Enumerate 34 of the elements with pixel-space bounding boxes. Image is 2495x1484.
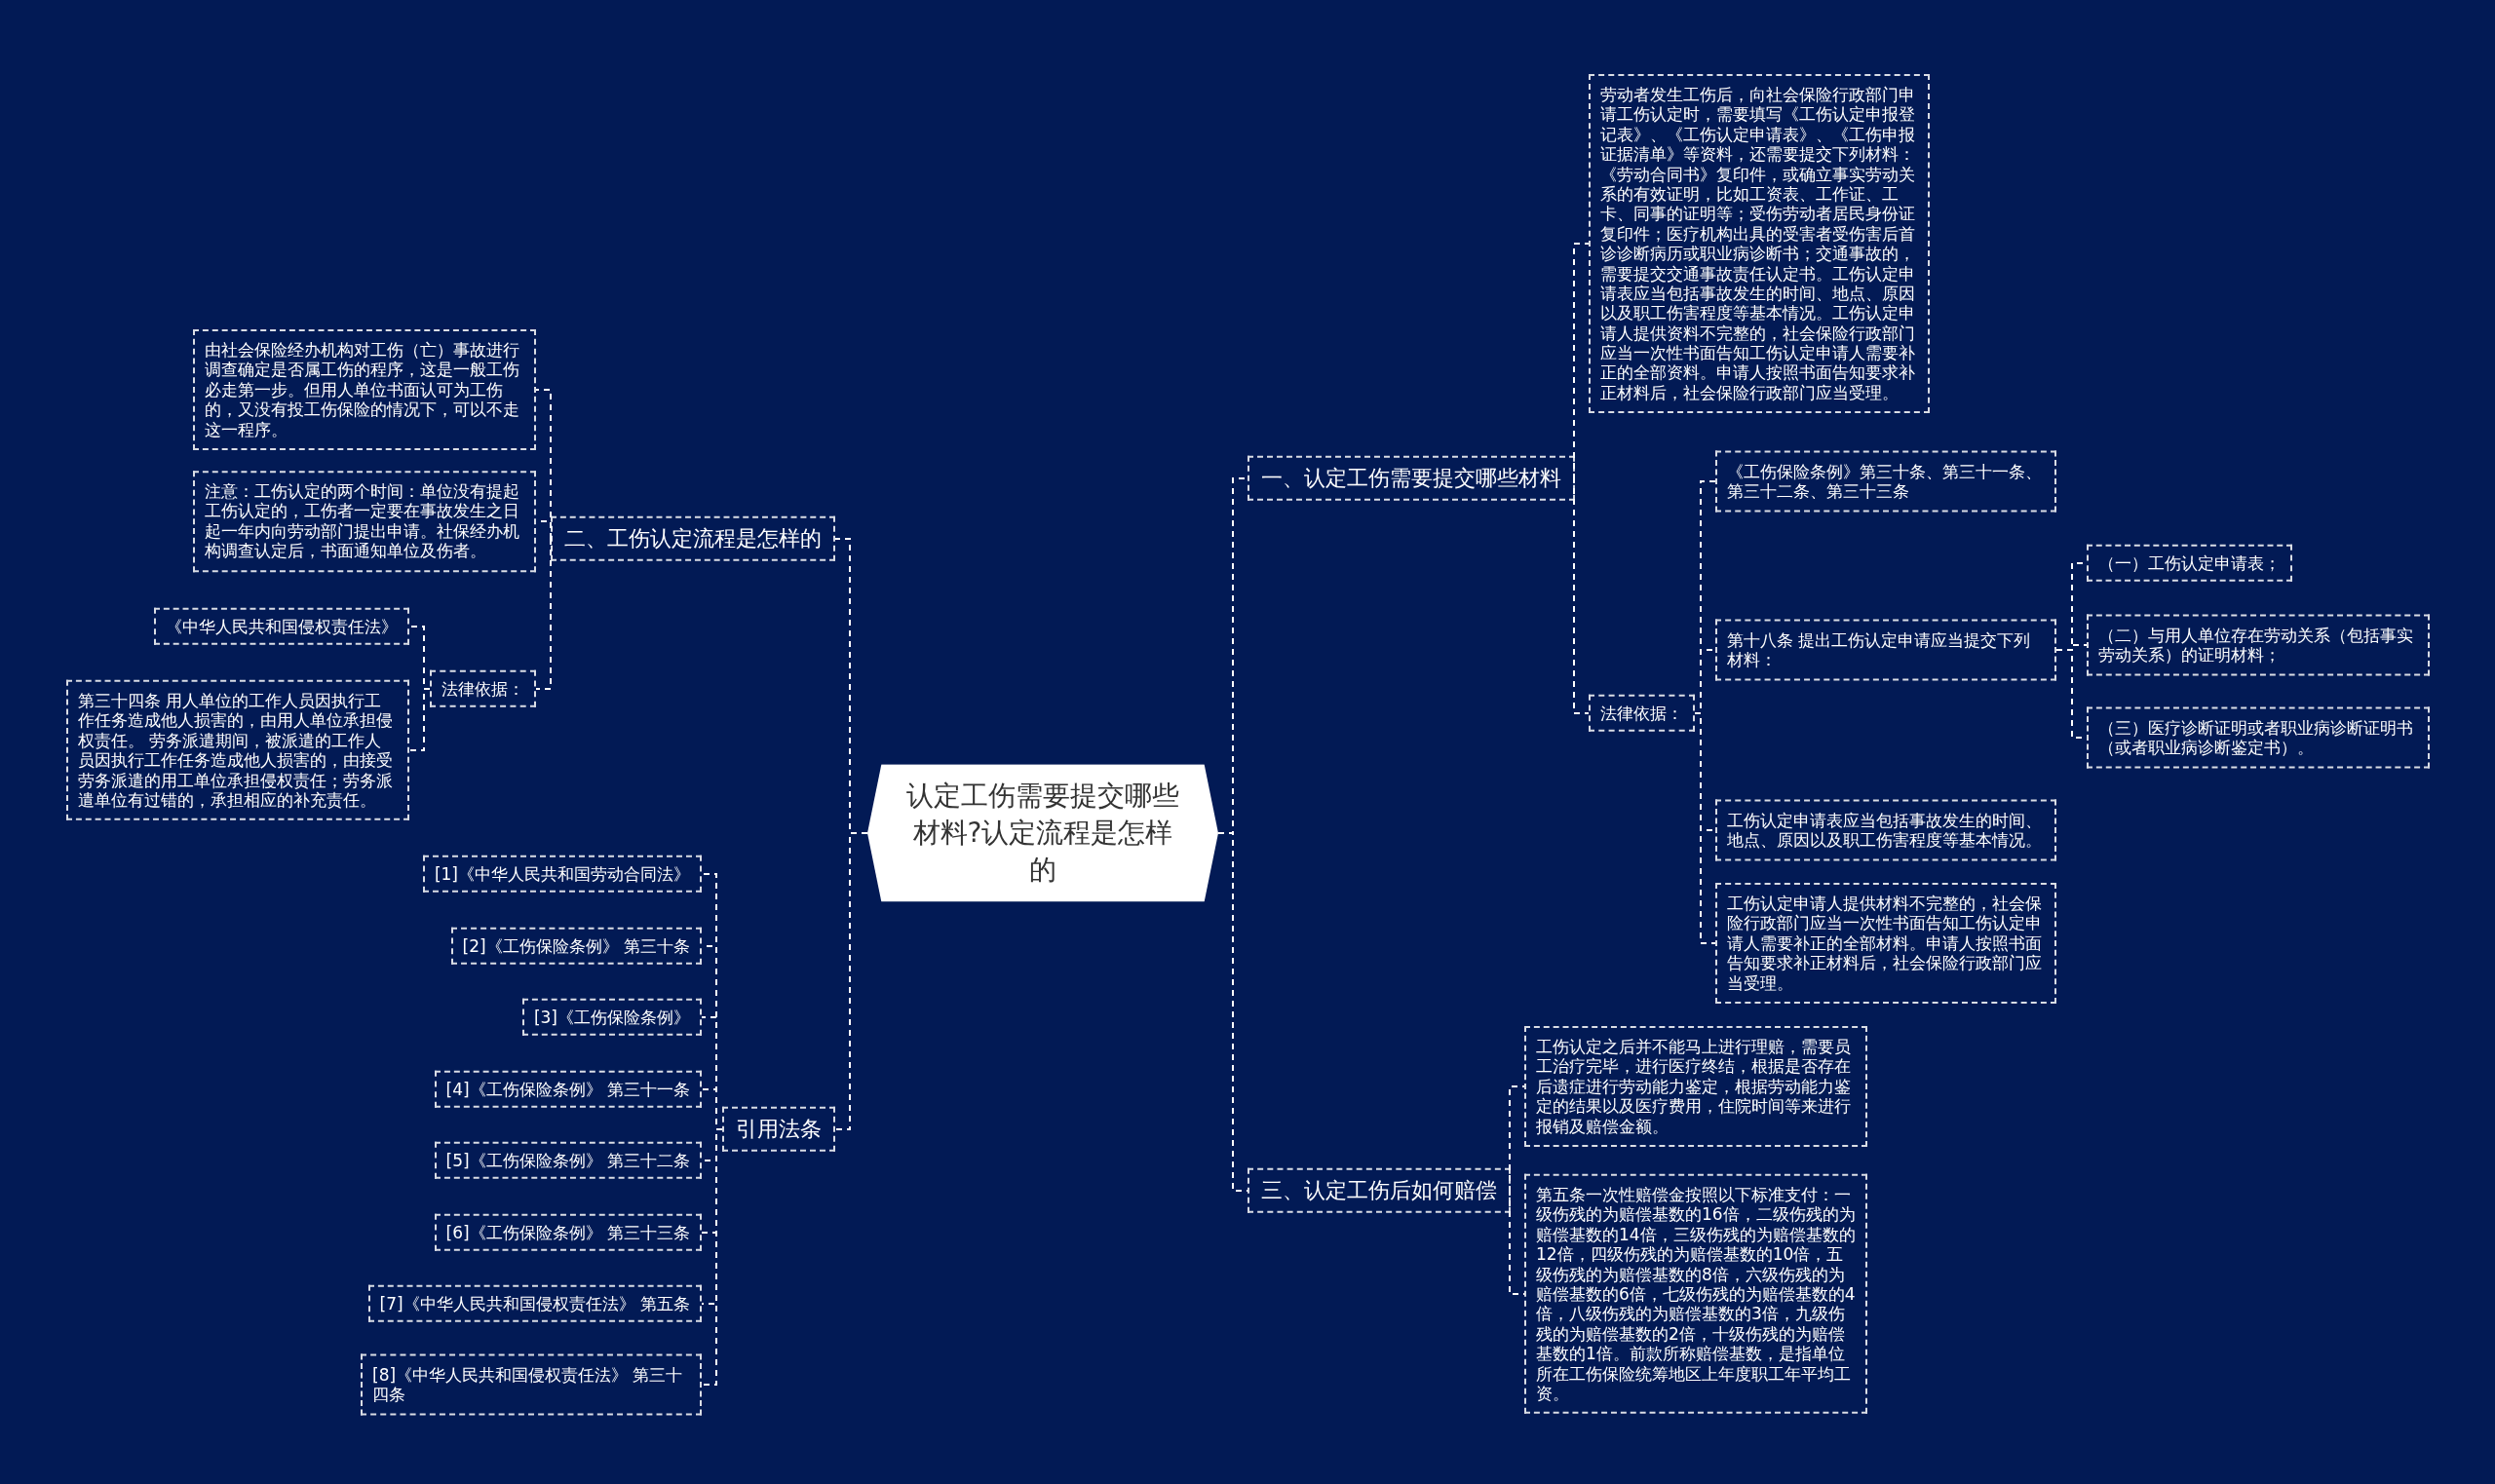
text-box: （二）与用人单位存在劳动关系（包括事实劳动关系）的证明材料； [2087, 614, 2430, 676]
text-box: [5]《工伤保险条例》 第三十二条 [434, 1141, 702, 1180]
text-box: [6]《工伤保险条例》 第三十三条 [434, 1213, 702, 1252]
text-box: 《工伤保险条例》第三十条、第三十一条、第三十二条、第三十三条 [1715, 450, 2056, 513]
text-box: 《中华人民共和国侵权责任法》 [154, 607, 409, 646]
text-box: 工伤认定申请人提供材料不完整的，社会保险行政部门应当一次性书面告知工伤认定申请人需要补正的全部材料。申请人按照书面告知要求补正材料后，社会保险行政部门应当受理。 [1715, 883, 2056, 1004]
text-box: 第十八条 提出工伤认定申请应当提交下列材料： [1715, 619, 2056, 681]
text-box: 由社会保险经办机构对工伤（亡）事故进行调查确定是否属工伤的程序，这是一般工伤必走第一步。但用人单位书面认可为工伤的，又没有投工伤保险的情况下，可以不走这一程序。 [193, 329, 536, 450]
text-box: 劳动者发生工伤后，向社会保险行政部门申请工伤认定时，需要填写《工伤认定申报登记表》、《工伤认定申请表》、《工伤申报证据清单》等资料，还需要提交下列材料：《劳动合同书》复印件，或确立事实劳动关系的有效证明，比如工资表、工作证、工卡、同事的证明等；受伤劳动者居民身份证复印件；医疗机构出具的受害者受伤害后首诊诊断病历或职业病诊断书；交通事故的，需要提交交通事故责任认定书。工伤认定申请表应当包括事故发生的时间、地点、原因以及职工伤害程度等基本情况。工伤认定申请人提供资料不完整的，社会保险行政部门应当一次性书面告知工伤认定申请人需要补正的全部资料。申请人按照书面告知要求补正材料后，社会保险行政部门应当受理。 [1589, 73, 1930, 414]
text-box: [7]《中华人民共和国侵权责任法》 第五条 [367, 1284, 702, 1323]
connector-line [834, 832, 868, 1130]
text-box: 工伤认定申请表应当包括事故发生的时间、地点、原因以及职工伤害程度等基本情况。 [1715, 799, 2056, 861]
text-box: 法律依据： [430, 669, 536, 708]
central-topic: 认定工伤需要提交哪些材料?认定流程是怎样的 [867, 764, 1218, 902]
branch-topic: 三、认定工伤后如何赔偿 [1248, 1167, 1511, 1214]
text-box: （一）工伤认定申请表； [2087, 544, 2292, 583]
branch-topic: 二、工伤认定流程是怎样的 [551, 515, 835, 562]
text-box: 注意：工伤认定的两个时间：单位没有提起工伤认定的，工伤者一定要在事故发生之日起一年内向劳动部门提出申请。社保经办机构调查认定后，书面通知单位及伤者。 [193, 471, 536, 572]
connector-line [535, 538, 552, 690]
text-box: 法律依据： [1589, 694, 1695, 733]
text-box: 工伤认定之后并不能马上进行理赔，需要员工治疗完毕，进行医疗终结，根据是否存在后遗症进行劳动能力鉴定，根据劳动能力鉴定的结果以及医疗费用，住院时间等来进行报销及赔偿金额。 [1524, 1026, 1867, 1147]
connector-line [408, 688, 431, 751]
connector-line [701, 1128, 723, 1386]
connector-line [1694, 712, 1716, 944]
text-box: [1]《中华人民共和国劳动合同法》 [422, 855, 702, 894]
text-box: （三）医疗诊断证明或者职业病诊断证明书（或者职业病诊断鉴定书）。 [2087, 706, 2430, 769]
text-box: [8]《中华人民共和国侵权责任法》 第三十四条 [361, 1353, 702, 1416]
text-box: [3]《工伤保险条例》 [521, 998, 702, 1037]
text-box: [4]《工伤保险条例》 第三十一条 [434, 1070, 702, 1109]
text-box: 第五条一次性赔偿金按照以下标准支付：一级伤残的为赔偿基数的16倍，二级伤残的为赔偿基数的14倍，三级伤残的为赔偿基数的12倍，四级伤残的为赔偿基数的10倍，五级伤残的为赔偿基数的8倍，六级伤残的为赔偿基数的6倍，七级伤残的为赔偿基数的4倍，八级伤残的为赔偿基数的3倍，九级伤残的为赔偿基数的2倍，十级伤残的为赔偿基数的1倍。前款所称赔偿基数，是指单位所在工伤保险统筹地区上年度职工年平均工资。 [1524, 1173, 1867, 1415]
branch-topic: 引用法条 [722, 1106, 835, 1153]
text-box: [2]《工伤保险条例》 第三十条 [450, 927, 702, 966]
text-box: 第三十四条 用人单位的工作人员因执行工作任务造成他人损害的，由用人单位承担侵权责任。 劳务派遣期间，被派遣的工作人员因执行工作任务造成他人损害的，由接受劳务派遣的用工单位承担侵权责任；劳务派遣单位有过错的，承担相应的补充责任。 [66, 679, 409, 821]
branch-topic: 一、认定工伤需要提交哪些材料 [1248, 455, 1575, 502]
